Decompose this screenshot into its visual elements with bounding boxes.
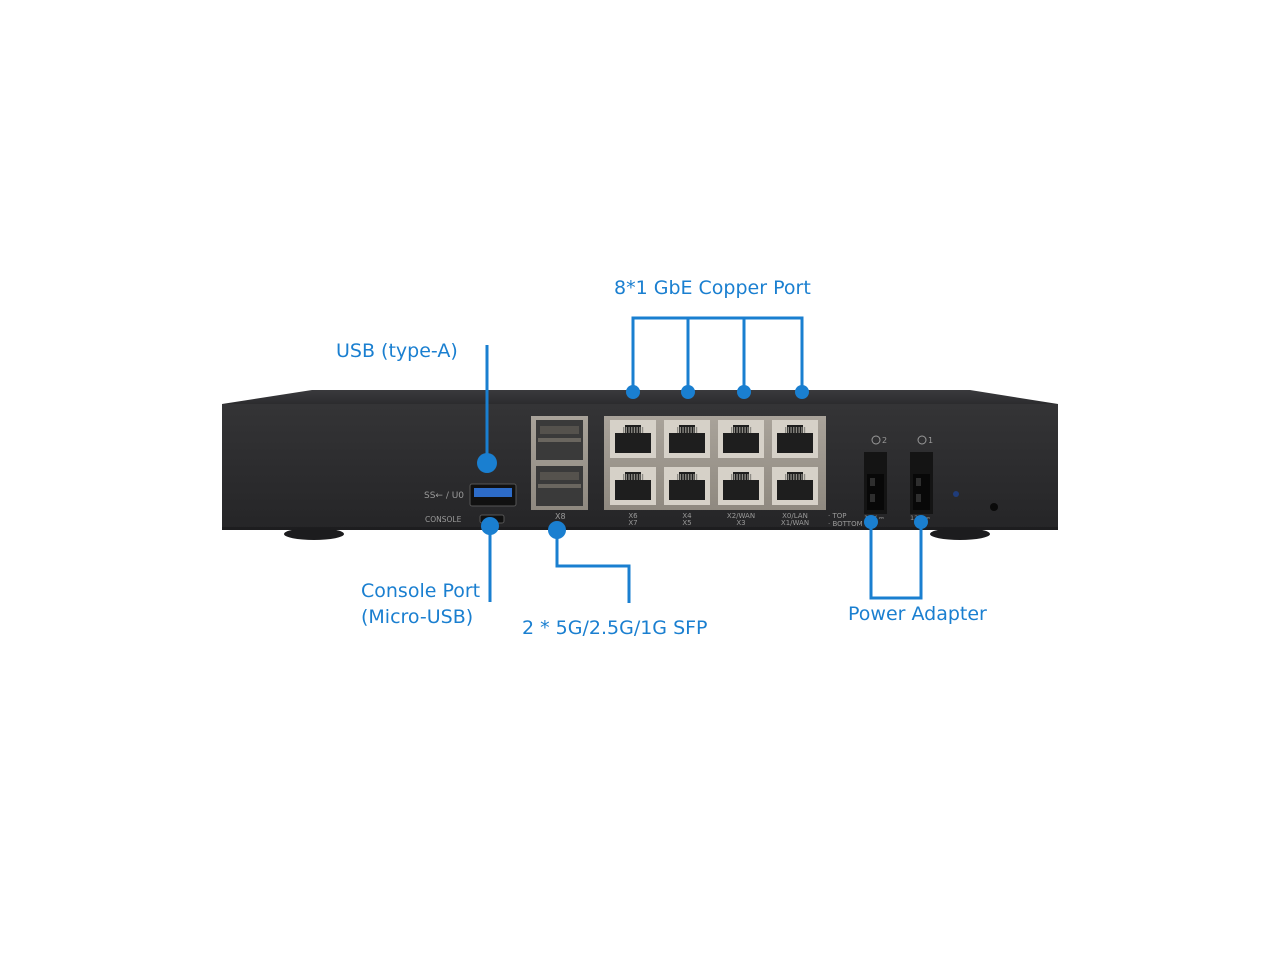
power-connector-1[interactable] [910, 452, 933, 514]
copper-port-label: X1/WAN [781, 519, 809, 527]
console-callout-line2: (Micro-USB) [361, 606, 474, 628]
orientation-bottom-label: · BOTTOM [828, 520, 863, 528]
power-connector-2[interactable] [864, 452, 887, 514]
sfp-x8-label: X8 [555, 512, 566, 521]
rj45-port[interactable] [664, 467, 710, 505]
orientation-top-label: · TOP [828, 512, 846, 520]
callout-lines [485, 316, 923, 603]
copper-port-callout: 8*1 GbE Copper Port [614, 277, 811, 299]
console-label: CONSOLE [425, 515, 462, 524]
reset-pinhole[interactable] [990, 503, 998, 511]
rj45-port[interactable] [772, 467, 818, 505]
power2-label: 2 [882, 436, 887, 445]
rj45-port[interactable] [718, 420, 764, 458]
sfp-callout: 2 * 5G/2.5G/1G SFP [522, 617, 708, 639]
copper-port-label: X0/LAN [782, 512, 808, 520]
copper-port-label: X6 [628, 512, 638, 520]
copper-port-label: X4 [682, 512, 692, 520]
status-led [953, 491, 959, 497]
sfp-port-bottom[interactable] [536, 466, 583, 506]
power-icon-2 [871, 435, 881, 445]
copper-port-label: X7 [628, 519, 637, 527]
rj45-port[interactable] [610, 467, 656, 505]
sfp-port-top[interactable] [536, 420, 583, 460]
power-icon-1 [917, 435, 927, 445]
usb-callout: USB (type-A) [336, 340, 458, 362]
copper-port-label: X3 [736, 519, 745, 527]
usb-mark-label: SS← / U0 [424, 491, 464, 501]
console-callout-line1: Console Port [361, 580, 481, 602]
power1-label: 1 [928, 436, 933, 445]
power-adapter-callout: Power Adapter [848, 603, 987, 625]
foot-right [930, 528, 990, 540]
callout-dots [477, 385, 928, 539]
sfp-cages [531, 416, 588, 510]
console-callout: Console Port (Micro-USB) [361, 578, 480, 630]
usb-port[interactable] [469, 483, 517, 507]
rj45-port[interactable] [772, 420, 818, 458]
rj45-port[interactable] [610, 420, 656, 458]
copper-port-label: X5 [682, 519, 691, 527]
rj45-port[interactable] [664, 420, 710, 458]
copper-port-block [604, 416, 826, 510]
foot-left [284, 528, 344, 540]
copper-port-label: X2/WAN [727, 512, 755, 520]
rj45-port[interactable] [718, 467, 764, 505]
